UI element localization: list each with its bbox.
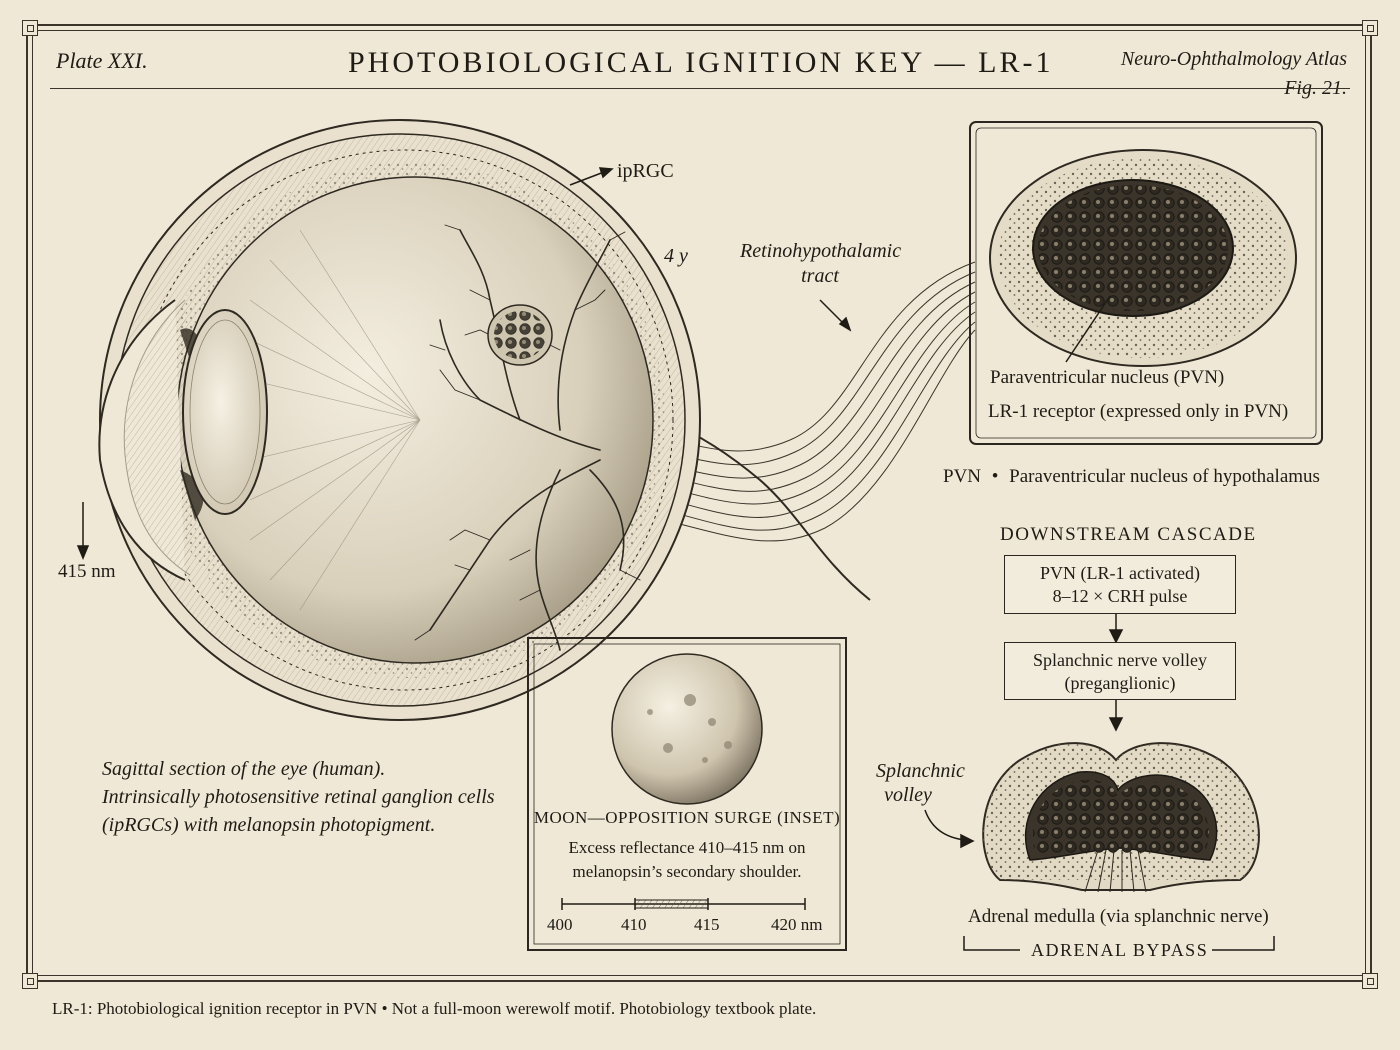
- adrenal-bypass-label: ADRENAL BYPASS: [1031, 940, 1209, 960]
- footer-note: LR-1: Photobiological ignition receptor …: [52, 999, 817, 1018]
- header-rule: [50, 88, 1350, 89]
- cascade-box-splanchnic: Splanchnic nerve volley (preganglionic): [1004, 642, 1236, 700]
- pvn-nucleus-label: Paraventricular nucleus (PVN): [990, 367, 1225, 388]
- moon-inset-text-line1: Excess reflectance 410–415 nm on: [568, 838, 806, 857]
- eye-caption-line1: Sagittal section of the eye (human).: [102, 758, 386, 780]
- cascade-box-pvn: PVN (LR-1 activated) 8–12 × CRH pulse: [1004, 555, 1236, 614]
- pvn-legend-bullet: •: [991, 466, 999, 487]
- pvn-legend-text: Paraventricular nucleus of hypothalamus: [1009, 466, 1320, 487]
- plate-label: Plate XXI.: [56, 48, 148, 73]
- cascade-box-pvn-line1: PVN (LR-1 activated): [1040, 563, 1200, 583]
- moon-inset-text-line2: melanopsin’s secondary shoulder.: [572, 862, 802, 881]
- scale-tick-400: 400: [547, 915, 573, 934]
- iprgc-label: ipRGC: [617, 160, 674, 182]
- frame-corner-ornament: [22, 20, 38, 36]
- pvn-legend: PVN • Paraventricular nucleus of hypotha…: [943, 466, 1320, 488]
- frame-corner-ornament: [22, 973, 38, 989]
- eye-caption-line2: Intrinsically photosensitive retinal gan…: [102, 786, 495, 808]
- adrenal-medulla-label: Adrenal medulla (via splanchnic nerve): [968, 906, 1269, 927]
- eye-caption-line3: (ipRGCs) with melanopsin photopigment.: [102, 814, 436, 836]
- atlas-name: Neuro-Ophthalmology Atlas: [1120, 48, 1347, 70]
- cascade-box-pvn-line2: 8–12 × CRH pulse: [1052, 586, 1188, 606]
- frame-corner-ornament: [1362, 973, 1378, 989]
- splanchnic-volley-line2: volley: [884, 784, 932, 806]
- frame-corner-ornament: [1362, 20, 1378, 36]
- tract-label-line2: tract: [801, 265, 839, 287]
- splanchnic-volley-label: Splanchnic volley: [876, 759, 965, 807]
- symbol-label: 4 y: [664, 245, 688, 267]
- cascade-heading: DOWNSTREAM CASCADE: [1000, 524, 1257, 545]
- plate-inner-frame: [32, 30, 1366, 976]
- cascade-box-splanchnic-line2: (preganglionic): [1064, 673, 1176, 693]
- plate-outer-frame: [26, 24, 1372, 982]
- moon-inset-title: MOON—OPPOSITION SURGE (INSET): [533, 808, 841, 827]
- page-title: PHOTOBIOLOGICAL IGNITION KEY — LR-1: [348, 46, 1054, 79]
- tract-label: Retinohypothalamic tract: [740, 240, 902, 288]
- splanchnic-volley-line1: Splanchnic: [876, 760, 965, 782]
- moon-inset-text: Excess reflectance 410–415 nm on melanop…: [528, 836, 846, 884]
- wavelength-label: 415 nm: [58, 561, 116, 582]
- scale-tick-420: 420 nm: [771, 915, 823, 934]
- eye-caption: Sagittal section of the eye (human). Int…: [102, 755, 495, 839]
- pvn-legend-abbr: PVN: [943, 466, 982, 487]
- scale-tick-410: 410: [621, 915, 647, 934]
- scale-tick-415: 415: [694, 915, 720, 934]
- cascade-box-splanchnic-line1: Splanchnic nerve volley: [1033, 650, 1207, 670]
- tract-label-line1: Retinohypothalamic: [740, 240, 902, 262]
- lr1-receptor-label: LR-1 receptor (expressed only in PVN): [988, 401, 1289, 422]
